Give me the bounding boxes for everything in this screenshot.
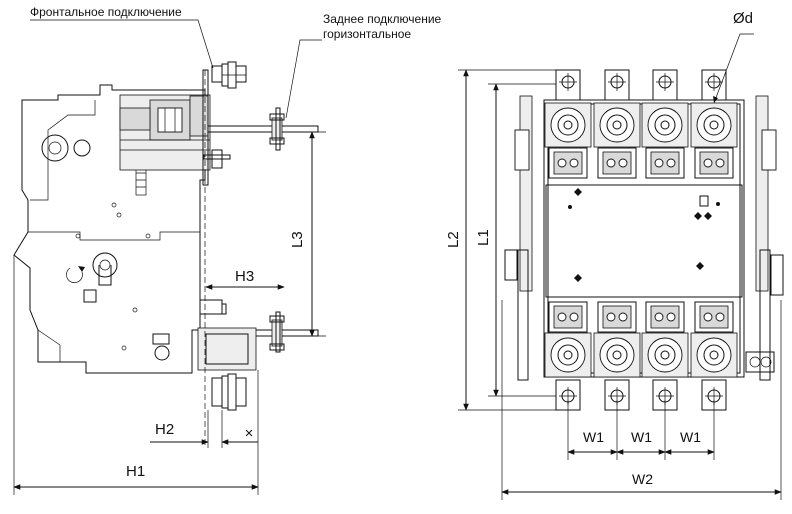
dim-label-w1-c: W1	[680, 429, 701, 445]
bottom-clamp	[597, 301, 637, 333]
dim-label-w1-b: W1	[631, 429, 652, 445]
bottom-clamp	[645, 301, 685, 333]
side-lower-terminal	[197, 327, 257, 371]
top-clamp	[548, 147, 588, 179]
side-handle-pivot	[92, 252, 118, 278]
label-diameter: Ød	[733, 10, 753, 27]
dim-label-w1-a: W1	[583, 429, 604, 445]
dim-label-h3: H3	[235, 268, 254, 285]
label-rear-connection-line1: Заднее подключение	[323, 12, 442, 26]
dim-label-w2: W2	[632, 471, 653, 487]
front-center-panel	[545, 184, 743, 298]
label-rear-connection-line2: горизонтальное	[323, 27, 411, 41]
top-busbar-tab	[604, 69, 630, 101]
dim-label-h2: H2	[155, 421, 174, 438]
dim-label-l1: L1	[475, 229, 492, 246]
top-clamp	[645, 147, 685, 179]
label-front-connection: Фронтальное подключение	[30, 5, 182, 19]
rear-busbar-top	[207, 125, 319, 133]
front-view	[458, 33, 784, 500]
bottom-clamp	[548, 301, 588, 333]
bottom-clamp	[694, 301, 734, 333]
top-clamp	[597, 147, 637, 179]
left-lever	[519, 95, 533, 292]
side-knob-circle	[41, 134, 69, 162]
dim-label-l3: L3	[289, 231, 306, 248]
top-clamp	[694, 147, 734, 179]
top-busbar-tab	[555, 69, 581, 101]
side-view	[13, 19, 326, 495]
dim-label-l2: L2	[445, 231, 462, 248]
terminals	[544, 69, 738, 411]
right-lever	[755, 95, 769, 292]
dim-label-h1: H1	[126, 463, 145, 480]
side-body-outline	[13, 84, 206, 374]
x-mark	[245, 429, 253, 437]
top-busbar-tab	[652, 69, 678, 101]
